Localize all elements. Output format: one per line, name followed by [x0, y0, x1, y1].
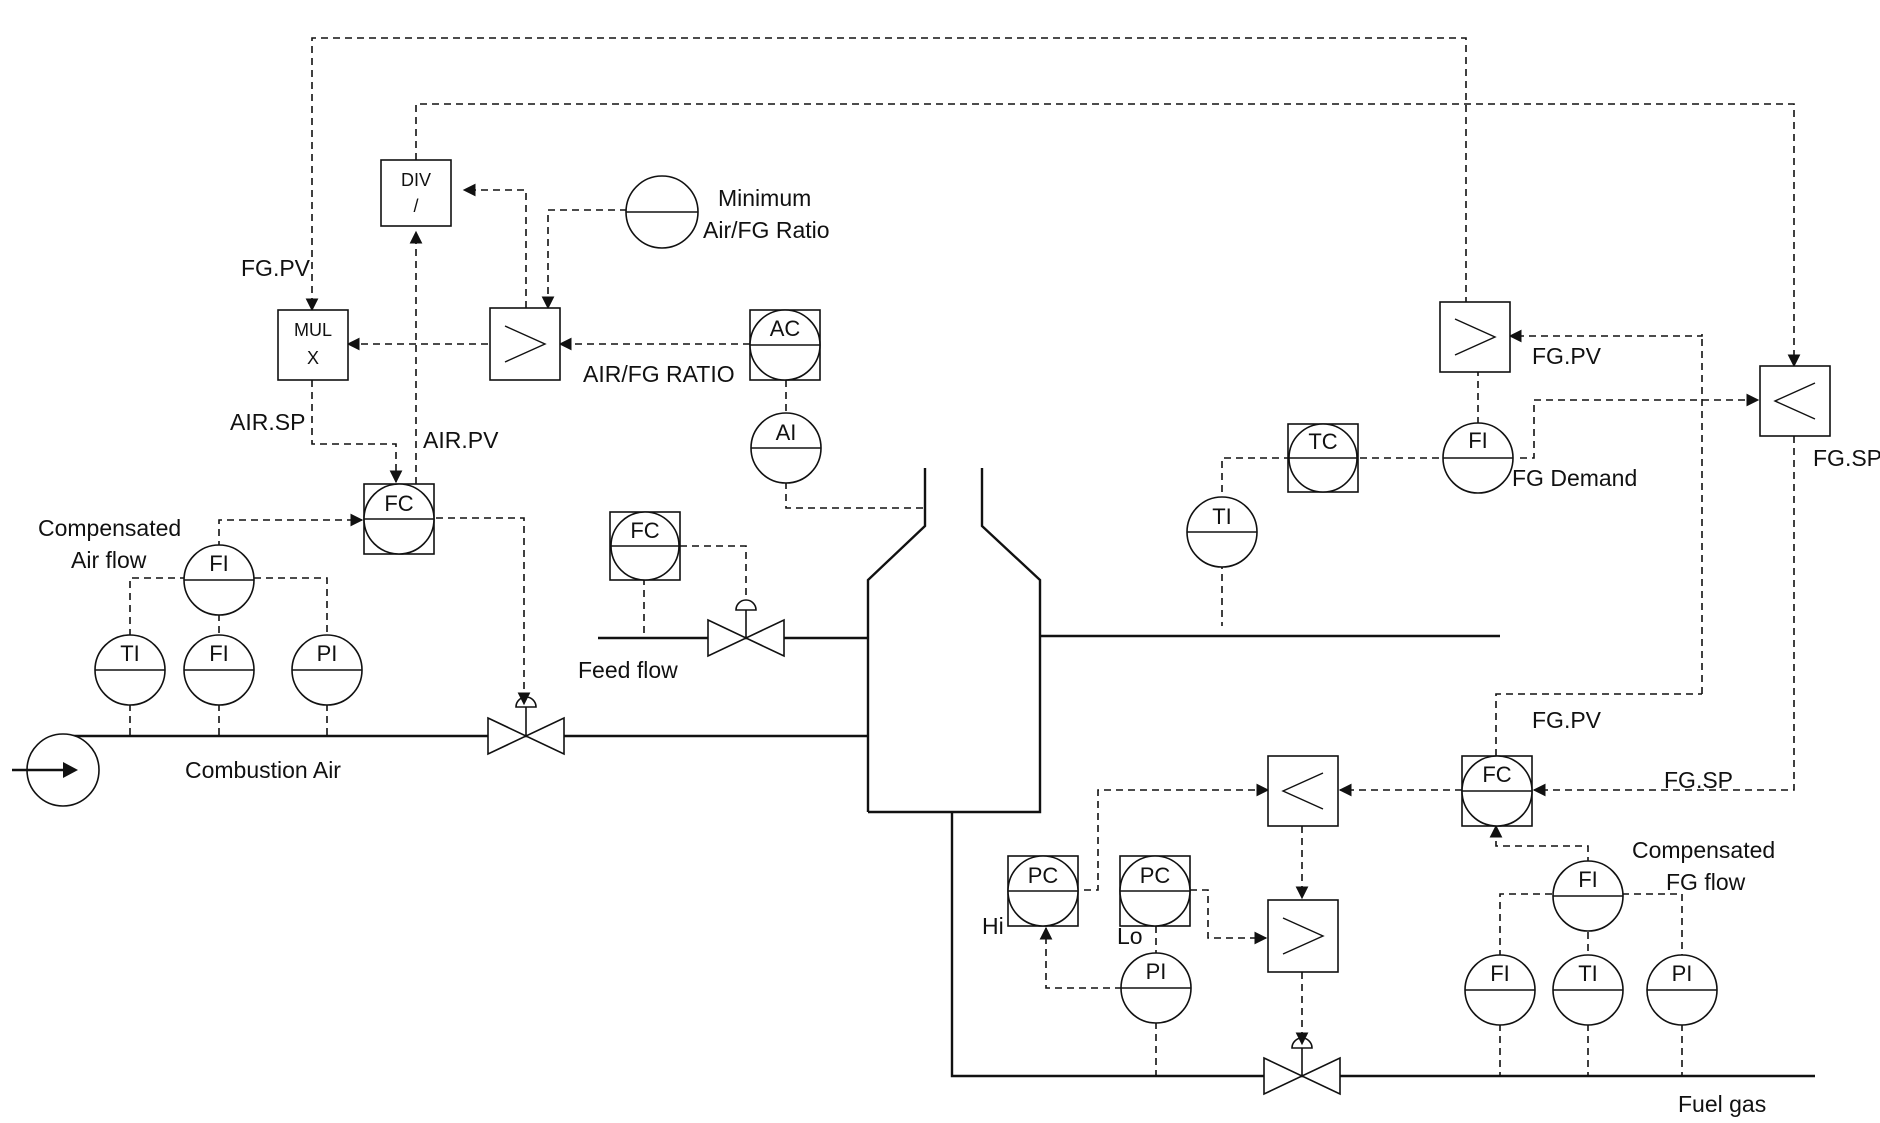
- svg-text:AI: AI: [776, 420, 797, 445]
- fc-fuel-gas-controller[interactable]: FC: [1461, 755, 1533, 827]
- mul-block[interactable]: MUL X: [277, 309, 349, 381]
- air-control-valve-icon[interactable]: [487, 696, 565, 756]
- label-combustion-air: Combustion Air: [185, 757, 341, 783]
- label-fg-demand: FG Demand: [1512, 465, 1637, 491]
- ai-transmitter[interactable]: AI: [750, 412, 822, 484]
- label-minimum: Minimum: [718, 185, 811, 211]
- svg-text:PC: PC: [1140, 863, 1171, 888]
- ti-fuel-gas[interactable]: TI: [1552, 954, 1624, 1026]
- fi-compensated-air[interactable]: FI: [183, 544, 255, 616]
- low-selector-fuel[interactable]: [1267, 755, 1339, 827]
- label-lo: Lo: [1117, 923, 1143, 949]
- label-fg-pv-mid: FG.PV: [1532, 707, 1602, 733]
- pi-fuel-gas-right[interactable]: PI: [1646, 954, 1718, 1026]
- svg-text:FC: FC: [384, 491, 413, 516]
- svg-text:/: /: [413, 196, 418, 216]
- high-selector-top-right[interactable]: [1439, 301, 1511, 373]
- label-fg-pv-top: FG.PV: [1532, 343, 1602, 369]
- minimum-ratio-constant-icon[interactable]: [625, 175, 699, 249]
- svg-text:FI: FI: [1468, 428, 1488, 453]
- svg-text:PC: PC: [1028, 863, 1059, 888]
- svg-text:PI: PI: [1672, 961, 1693, 986]
- fi-air[interactable]: FI: [183, 634, 255, 706]
- svg-text:PI: PI: [1146, 959, 1167, 984]
- svg-text:FI: FI: [1578, 867, 1598, 892]
- svg-text:TI: TI: [120, 641, 140, 666]
- feed-control-valve-icon[interactable]: [707, 599, 785, 658]
- svg-text:FI: FI: [209, 551, 229, 576]
- high-selector-fuel[interactable]: [1267, 899, 1339, 973]
- svg-text:PI: PI: [317, 641, 338, 666]
- pi-fuel-gas[interactable]: PI: [1120, 952, 1192, 1024]
- svg-text:FC: FC: [1482, 762, 1511, 787]
- signal-lines: [129, 37, 1801, 1076]
- div-block[interactable]: DIV /: [380, 159, 452, 227]
- svg-text:FI: FI: [209, 641, 229, 666]
- label-hi: Hi: [982, 913, 1004, 939]
- svg-text:FC: FC: [630, 518, 659, 543]
- label-air-pv: AIR.PV: [423, 427, 499, 453]
- svg-text:TI: TI: [1212, 504, 1232, 529]
- fc-air-controller[interactable]: FC: [363, 483, 435, 555]
- label-compensated-air-1: Compensated: [38, 515, 181, 541]
- label-air-sp: AIR.SP: [230, 409, 305, 435]
- process-lines: [60, 468, 1815, 1078]
- label-fg-sp-mid: FG.SP: [1664, 767, 1733, 793]
- svg-text:FI: FI: [1490, 961, 1510, 986]
- label-fg-pv-left: FG.PV: [241, 255, 311, 281]
- fuel-gas-control-valve-icon[interactable]: [1263, 1037, 1341, 1096]
- pc-hi-controller[interactable]: PC: [1007, 855, 1079, 927]
- label-air-fg-ratio: AIR/FG RATIO: [583, 361, 735, 387]
- fi-compensated-fg[interactable]: FI: [1552, 860, 1624, 932]
- blower-icon: [12, 733, 100, 807]
- label-compensated-air-2: Air flow: [71, 547, 147, 573]
- ac-controller[interactable]: AC: [749, 309, 821, 381]
- low-selector-right[interactable]: [1759, 365, 1831, 437]
- svg-text:AC: AC: [770, 316, 801, 341]
- high-selector-air[interactable]: [489, 307, 561, 381]
- svg-text:MUL: MUL: [294, 320, 332, 340]
- svg-text:TI: TI: [1578, 961, 1598, 986]
- label-air-fg-ratio-const: Air/FG Ratio: [703, 217, 830, 243]
- ti-air[interactable]: TI: [94, 634, 166, 706]
- pc-lo-controller[interactable]: PC: [1119, 855, 1191, 927]
- svg-text:TC: TC: [1308, 429, 1337, 454]
- label-fg-sp-right: FG.SP: [1813, 445, 1880, 471]
- label-feed-flow: Feed flow: [578, 657, 678, 683]
- fc-feed-controller[interactable]: FC: [609, 511, 681, 581]
- fi-fuel-gas[interactable]: FI: [1464, 954, 1536, 1026]
- label-compensated-fg-2: FG flow: [1666, 869, 1746, 895]
- label-compensated-fg-1: Compensated: [1632, 837, 1775, 863]
- svg-text:DIV: DIV: [401, 170, 431, 190]
- pi-air[interactable]: PI: [291, 634, 363, 706]
- tc-controller[interactable]: TC: [1287, 423, 1359, 493]
- label-fuel-gas: Fuel gas: [1678, 1091, 1766, 1117]
- ti-outlet[interactable]: TI: [1186, 496, 1258, 568]
- svg-text:X: X: [307, 348, 319, 368]
- diagram-labels: Minimum Air/FG Ratio FG.PV AIR.SP AIR.PV…: [38, 185, 1880, 1117]
- fi-fg-demand[interactable]: FI: [1442, 422, 1514, 494]
